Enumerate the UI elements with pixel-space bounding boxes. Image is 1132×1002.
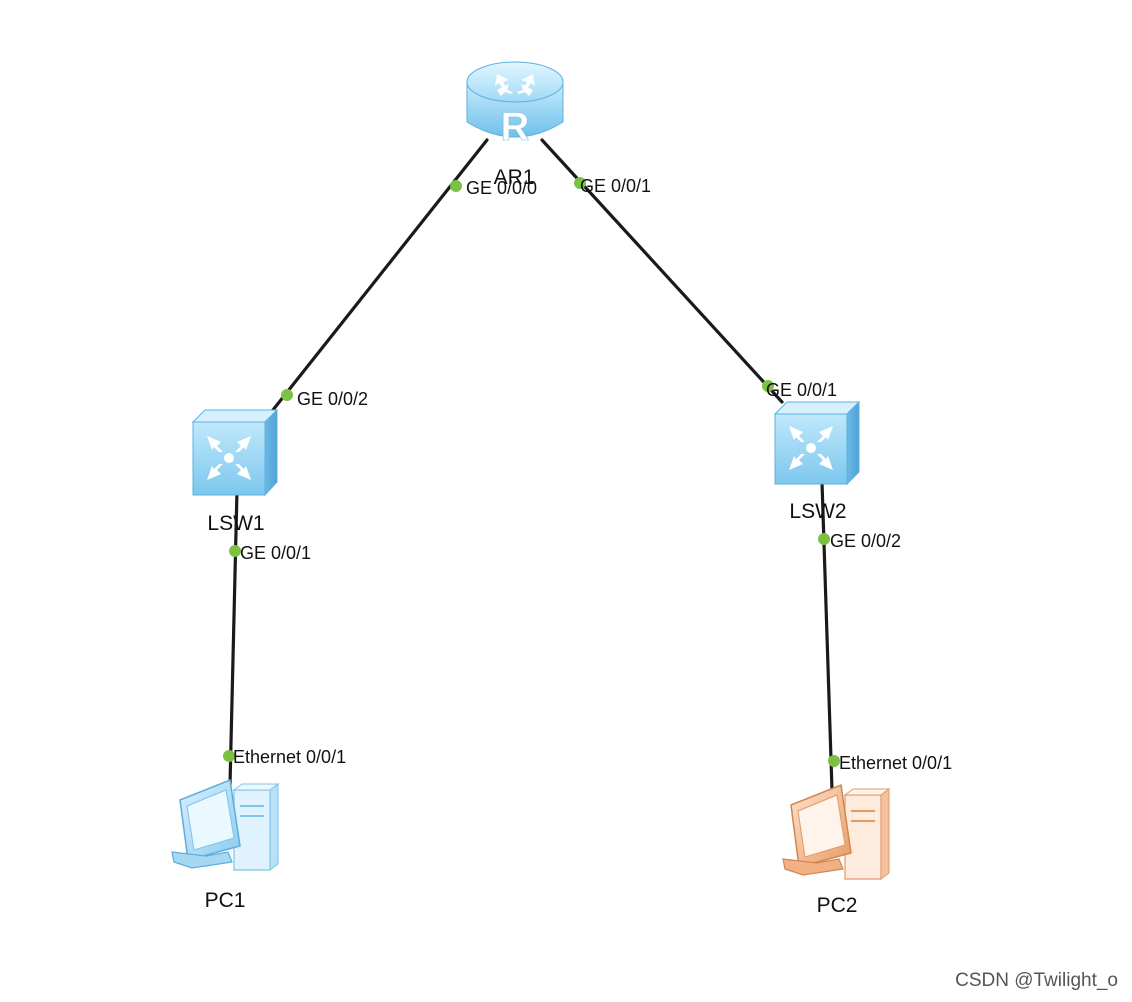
- port-dot-ar1-ge001[interactable]: [574, 177, 586, 189]
- port-dot-lsw2-ge001[interactable]: [762, 380, 774, 392]
- port-label-pc1-eth: Ethernet 0/0/1: [233, 747, 346, 767]
- device-label-lsw1: LSW1: [207, 512, 264, 535]
- port-label-lsw1-ge001: GE 0/0/1: [240, 543, 311, 563]
- router-r-glyph: R: [501, 105, 530, 149]
- switch-icon-lsw1[interactable]: [191, 408, 279, 497]
- port-dot-lsw1-ge002[interactable]: [281, 389, 293, 401]
- watermark-text: CSDN @Twilight_o: [955, 970, 1118, 991]
- device-label-pc1: PC1: [205, 889, 246, 912]
- port-label-lsw2-ge001: GE 0/0/1: [766, 380, 837, 400]
- port-dot-pc1-eth[interactable]: [223, 750, 235, 762]
- port-label-pc2-eth: Ethernet 0/0/1: [839, 753, 952, 773]
- port-label-ar1-ge001: GE 0/0/1: [580, 176, 651, 196]
- port-dot-lsw1-ge001[interactable]: [229, 545, 241, 557]
- link-lsw1-pc1[interactable]: [228, 488, 239, 787]
- port-label-lsw2-ge002: GE 0/0/2: [830, 531, 901, 551]
- port-dot-lsw2-ge002[interactable]: [818, 533, 830, 545]
- port-dot-pc2-eth[interactable]: [828, 755, 840, 767]
- port-label-ar1-ge000: GE 0/0/0: [466, 178, 537, 198]
- pc-icon-pc2[interactable]: [782, 783, 891, 880]
- pc-icon-pc1[interactable]: [171, 778, 280, 871]
- link-ar1-lsw1[interactable]: [263, 138, 489, 422]
- switch-icon-lsw2[interactable]: [773, 400, 861, 486]
- port-label-lsw1-ge002: GE 0/0/2: [297, 389, 368, 409]
- device-label-lsw2: LSW2: [789, 500, 846, 523]
- device-label-ar1: AR1: [494, 166, 535, 189]
- router-icon[interactable]: R: [466, 61, 564, 149]
- link-lsw2-pc2[interactable]: [820, 480, 834, 792]
- port-dot-ar1-ge000[interactable]: [450, 180, 462, 192]
- device-label-pc2: PC2: [817, 894, 858, 917]
